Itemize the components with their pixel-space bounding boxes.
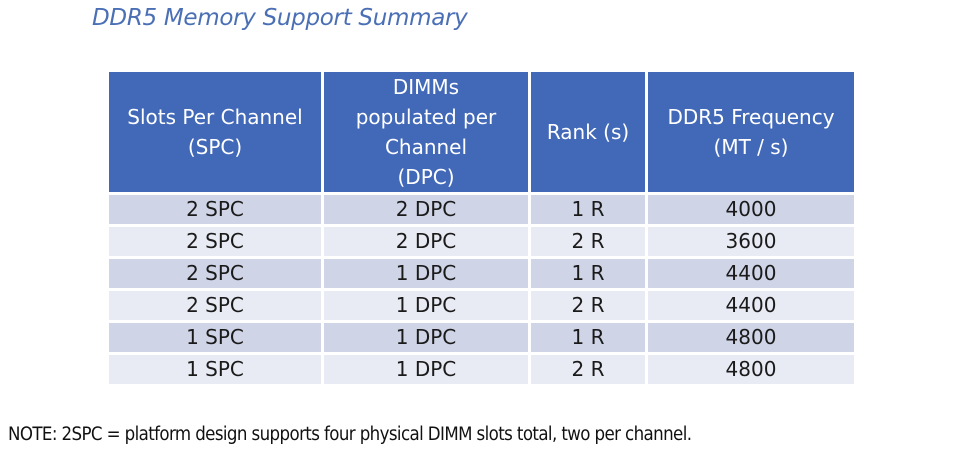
cell-spc: 1 SPC [109, 323, 321, 352]
table-header-row: Slots Per Channel (SPC) DIMMs populated pe… [109, 72, 854, 192]
cell-rank: 1 R [531, 195, 645, 224]
cell-frequency: 4400 [648, 259, 854, 288]
cell-dpc: 2 DPC [324, 227, 528, 256]
header-line: Channel [384, 135, 468, 159]
table-row: 2 SPC 2 DPC 1 R 4000 [109, 195, 854, 224]
cell-rank: 2 R [531, 291, 645, 320]
cell-dpc: 1 DPC [324, 355, 528, 384]
footnote: NOTE: 2SPC = platform design supports fo… [8, 424, 692, 445]
cell-dpc: 1 DPC [324, 291, 528, 320]
cell-frequency: 4000 [648, 195, 854, 224]
cell-frequency: 4800 [648, 355, 854, 384]
header-frequency: DDR5 Frequency (MT / s) [648, 72, 854, 192]
header-slots-per-channel: Slots Per Channel (SPC) [109, 72, 321, 192]
header-line: DIMMs [392, 75, 460, 99]
cell-spc: 2 SPC [109, 259, 321, 288]
header-line: (MT / s) [713, 135, 789, 159]
cell-rank: 1 R [531, 323, 645, 352]
table-row: 1 SPC 1 DPC 1 R 4800 [109, 323, 854, 352]
table-row: 2 SPC 2 DPC 2 R 3600 [109, 227, 854, 256]
cell-rank: 2 R [531, 355, 645, 384]
cell-dpc: 2 DPC [324, 195, 528, 224]
header-line: populated per [355, 105, 497, 129]
ddr5-support-table: Slots Per Channel (SPC) DIMMs populated pe… [106, 69, 857, 387]
header-line: DDR5 Frequency [667, 105, 835, 129]
header-line: (DPC) [397, 165, 455, 189]
header-line: Slots Per Channel [127, 105, 303, 129]
page-title: DDR5 Memory Support Summary [92, 5, 468, 31]
cell-spc: 2 SPC [109, 291, 321, 320]
header-line: Rank (s) [546, 120, 630, 144]
header-line: (SPC) [187, 135, 243, 159]
cell-frequency: 4400 [648, 291, 854, 320]
cell-spc: 2 SPC [109, 227, 321, 256]
header-ranks: Rank (s) [531, 72, 645, 192]
table-row: 2 SPC 1 DPC 1 R 4400 [109, 259, 854, 288]
cell-spc: 2 SPC [109, 195, 321, 224]
cell-dpc: 1 DPC [324, 259, 528, 288]
cell-frequency: 3600 [648, 227, 854, 256]
cell-rank: 1 R [531, 259, 645, 288]
cell-dpc: 1 DPC [324, 323, 528, 352]
table-row: 2 SPC 1 DPC 2 R 4400 [109, 291, 854, 320]
cell-frequency: 4800 [648, 323, 854, 352]
cell-spc: 1 SPC [109, 355, 321, 384]
cell-rank: 2 R [531, 227, 645, 256]
table-row: 1 SPC 1 DPC 2 R 4800 [109, 355, 854, 384]
